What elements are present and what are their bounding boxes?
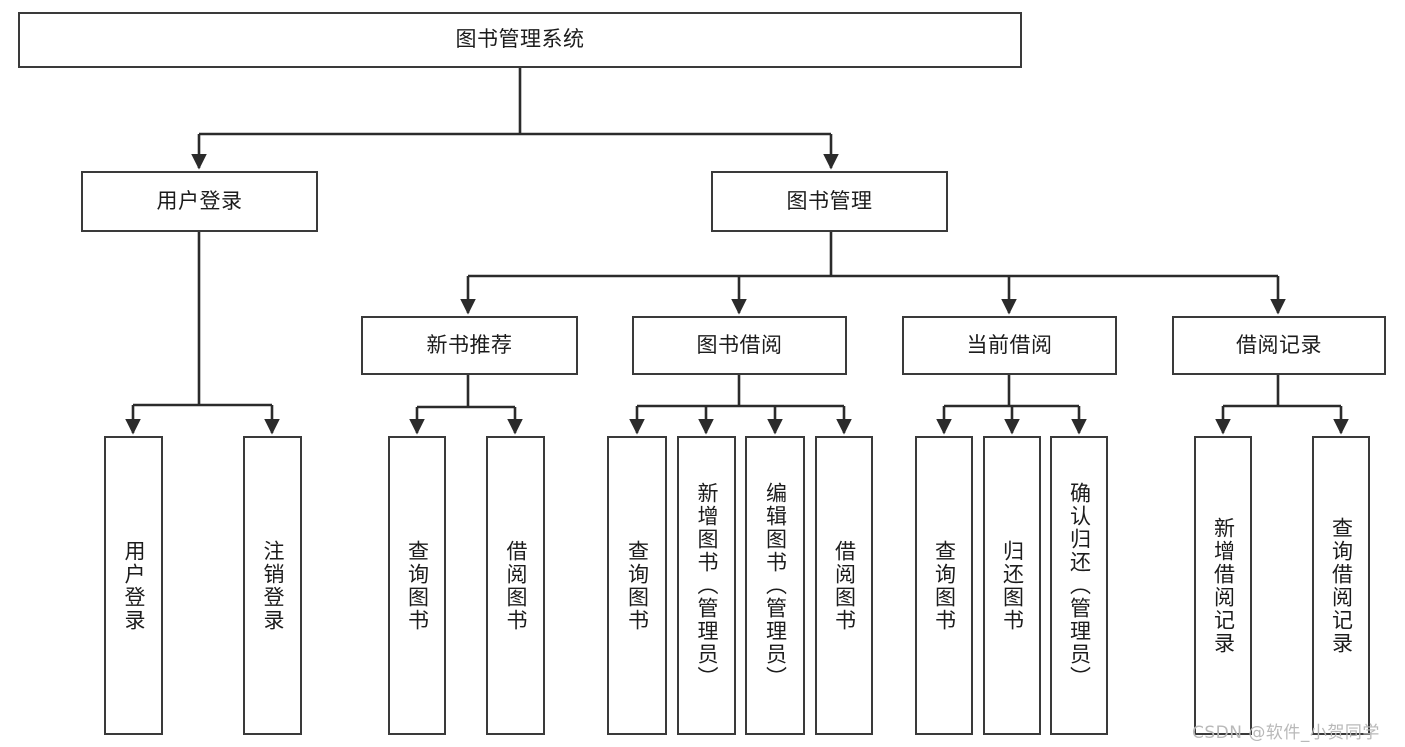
node-borrow-record-label: 借阅记录 [1236,332,1322,357]
node-leaf-add-book-admin[interactable]: 新增图书（管理员） [677,436,736,735]
node-leaf-borrow-book-label: 借阅图书 [832,539,857,632]
node-user-login-label: 用户登录 [156,188,243,213]
node-leaf-borrow-book-rec[interactable]: 借阅图书 [486,436,545,735]
node-leaf-user-logout-label: 注销登录 [260,539,285,632]
node-leaf-query-book-rec[interactable]: 查询图书 [388,436,446,735]
node-book-borrow-label: 图书借阅 [696,332,783,357]
node-leaf-query-book-rec-label: 查询图书 [405,539,430,632]
node-leaf-borrow-book[interactable]: 借阅图书 [815,436,873,735]
node-new-book-rec[interactable]: 新书推荐 [361,316,578,375]
node-book-manage[interactable]: 图书管理 [711,171,948,232]
csdn-watermark: CSDN @软件_小贺同学 [1192,723,1380,743]
node-leaf-confirm-return-admin[interactable]: 确认归还（管理员） [1050,436,1108,735]
node-leaf-user-login[interactable]: 用户登录 [104,436,163,735]
node-leaf-query-book-borrow[interactable]: 查询图书 [607,436,667,735]
node-leaf-user-logout[interactable]: 注销登录 [243,436,302,735]
node-leaf-query-book-borrow-label: 查询图书 [625,539,650,632]
node-leaf-confirm-return-admin-label: 确认归还（管理员） [1067,482,1092,689]
node-root-label: 图书管理系统 [455,27,585,52]
node-book-manage-label: 图书管理 [786,188,873,213]
node-leaf-edit-book-admin[interactable]: 编辑图书（管理员） [745,436,805,735]
node-leaf-query-book-current[interactable]: 查询图书 [915,436,973,735]
node-leaf-query-borrow-record[interactable]: 查询借阅记录 [1312,436,1370,735]
node-borrow-record[interactable]: 借阅记录 [1172,316,1386,375]
node-leaf-add-borrow-record[interactable]: 新增借阅记录 [1194,436,1252,735]
node-leaf-return-book[interactable]: 归还图书 [983,436,1041,735]
node-current-borrow-label: 当前借阅 [966,332,1053,357]
node-leaf-borrow-book-rec-label: 借阅图书 [503,539,528,632]
node-leaf-edit-book-admin-label: 编辑图书（管理员） [763,482,788,689]
node-leaf-add-borrow-record-label: 新增借阅记录 [1211,516,1236,655]
node-new-book-rec-label: 新书推荐 [426,332,513,357]
node-book-borrow[interactable]: 图书借阅 [632,316,847,375]
node-leaf-query-book-current-label: 查询图书 [932,539,957,632]
node-leaf-add-book-admin-label: 新增图书（管理员） [694,482,719,689]
node-root[interactable]: 图书管理系统 [18,12,1022,68]
node-leaf-query-borrow-record-label: 查询借阅记录 [1329,516,1354,655]
node-leaf-return-book-label: 归还图书 [1000,539,1025,632]
node-leaf-user-login-label: 用户登录 [121,539,146,632]
node-user-login[interactable]: 用户登录 [81,171,318,232]
node-current-borrow[interactable]: 当前借阅 [902,316,1117,375]
